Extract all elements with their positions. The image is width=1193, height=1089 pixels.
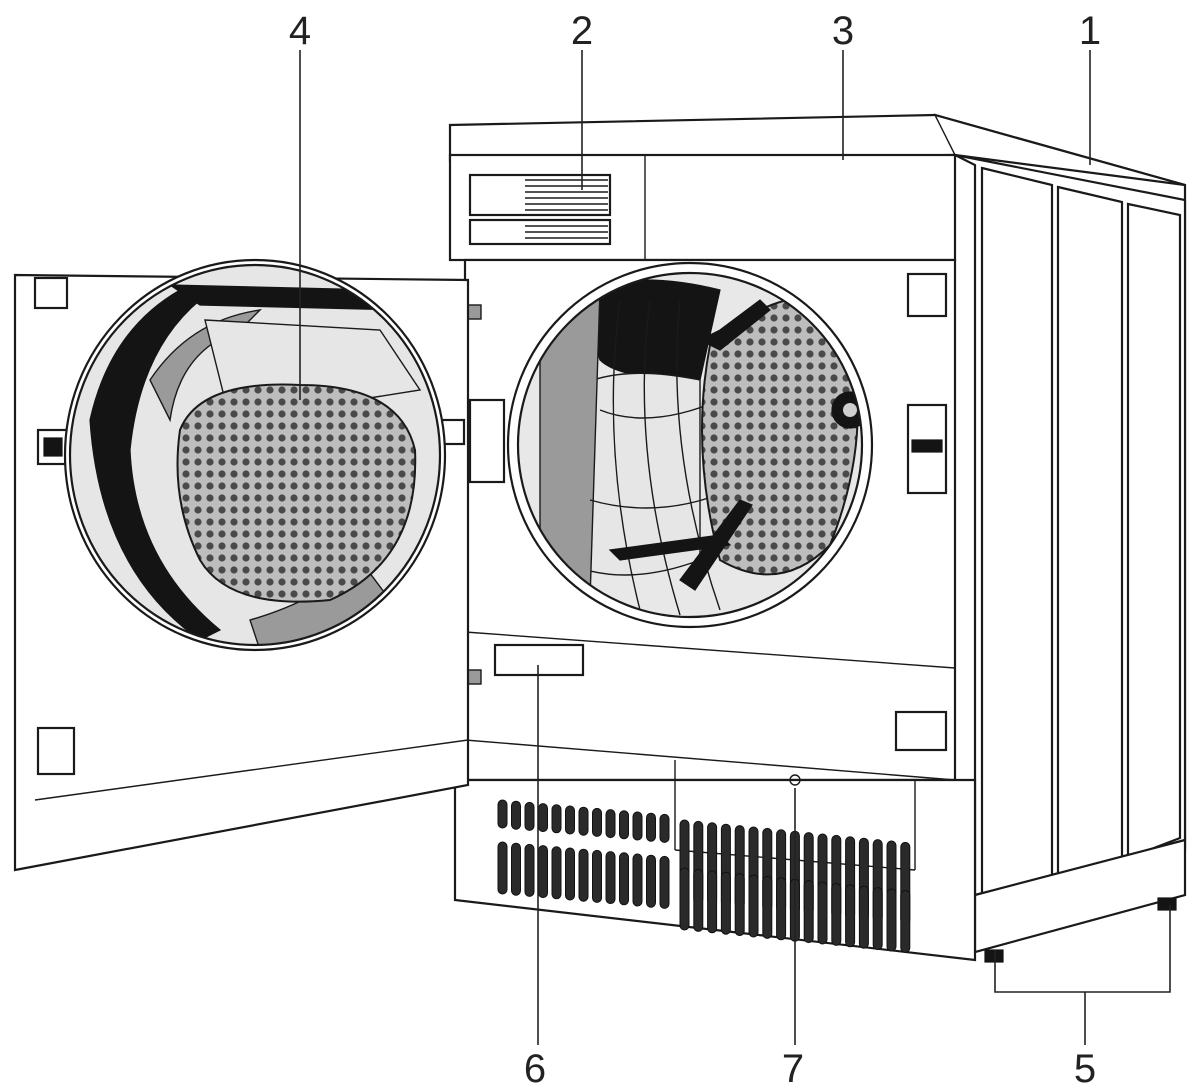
open-door <box>13 258 470 872</box>
vent-slot <box>565 805 575 835</box>
vent-slot <box>693 868 704 932</box>
vent-slot <box>845 884 856 948</box>
programme-selector-slots <box>468 173 612 246</box>
vent-slot <box>720 871 731 935</box>
vent-slot <box>872 887 883 951</box>
label-7: 7 <box>782 1047 804 1089</box>
vent-slot <box>538 803 548 833</box>
vent-slot <box>776 877 787 941</box>
vent-slot <box>632 853 643 907</box>
vent-slot <box>831 882 842 946</box>
vent-slot <box>632 811 643 841</box>
label-4: 4 <box>289 9 311 53</box>
vent-slot <box>619 810 629 840</box>
drum-opening <box>506 261 874 629</box>
vent-slot <box>551 804 562 834</box>
vent-slot <box>578 848 589 902</box>
vent-slot <box>592 849 602 903</box>
label-1: 1 <box>1079 9 1101 53</box>
vent-slot <box>659 813 670 843</box>
vent-slot <box>762 875 773 939</box>
label-3: 3 <box>832 9 854 53</box>
vent-slot <box>511 842 521 896</box>
filter-cover-plate <box>493 643 585 677</box>
vent-slot <box>538 845 548 899</box>
vent-slot <box>592 807 602 837</box>
vent-slot <box>646 854 656 908</box>
leader-lines <box>299 50 1171 1045</box>
vent-slot <box>748 874 759 938</box>
vent-slot <box>524 843 535 897</box>
vent-slot <box>646 812 656 842</box>
control-panel <box>448 153 957 262</box>
label-2: 2 <box>571 9 593 53</box>
vent-slot <box>497 799 508 829</box>
vent-slot <box>659 855 670 909</box>
vent-slot <box>679 867 690 931</box>
vent-slot <box>619 852 629 906</box>
label-5: 5 <box>1074 1047 1096 1089</box>
vent-slot <box>578 806 589 836</box>
vent-slot <box>886 888 897 952</box>
vent-slot <box>524 801 535 831</box>
vent-slot <box>734 873 745 937</box>
base-vents <box>453 739 977 962</box>
vent-slot <box>707 870 718 934</box>
label-6: 6 <box>524 1047 546 1089</box>
vent-slot <box>605 809 616 839</box>
part-labels: 1 2 3 4 5 6 7 <box>289 9 1101 1089</box>
vent-slot <box>497 841 508 895</box>
vent-slot <box>858 885 869 949</box>
vent-slot <box>605 851 616 905</box>
vent-slot <box>900 889 911 953</box>
vent-slot <box>817 881 828 945</box>
vent-slot <box>511 800 521 830</box>
vent-slot <box>803 880 814 944</box>
cabinet-side-panel <box>933 113 1187 963</box>
vent-slot <box>551 846 562 900</box>
vent-slot <box>565 847 575 901</box>
